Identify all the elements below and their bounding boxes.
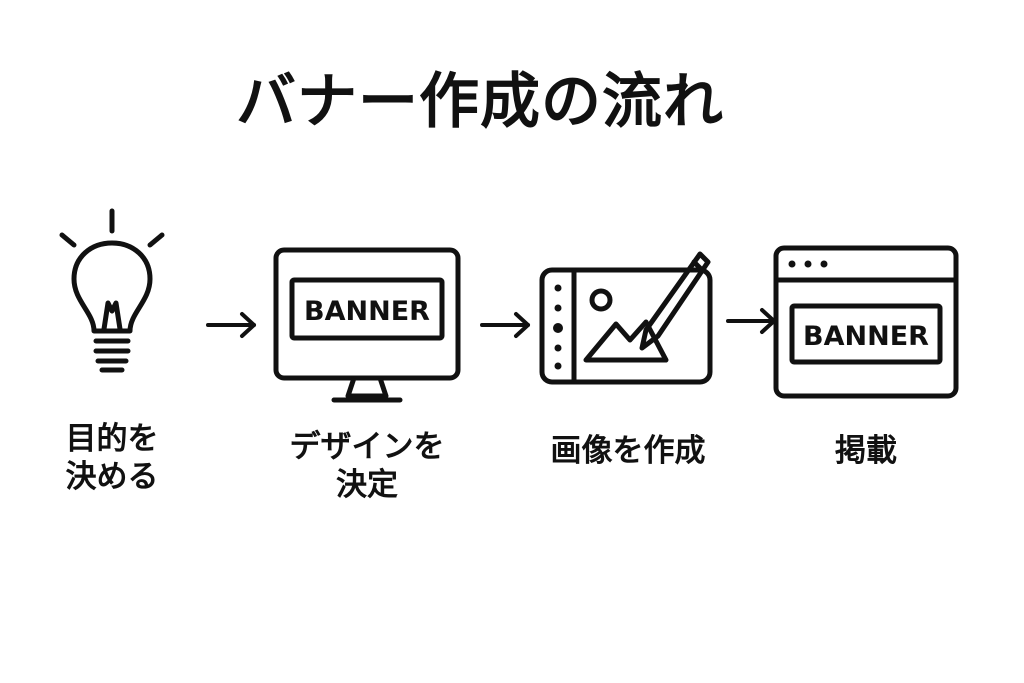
browser-window-icon: BANNER xyxy=(773,245,959,399)
step-label-design: デザインを 決定 xyxy=(289,429,445,503)
step-label-publish: 掲載 xyxy=(835,433,897,469)
step-label-purpose: 目的を 決める xyxy=(65,421,159,495)
diagram-title: バナー作成の流れ xyxy=(236,67,724,137)
banner-text: BANNER xyxy=(304,296,430,327)
arrow-right-icon xyxy=(726,308,776,334)
lightbulb-icon xyxy=(59,208,165,373)
step-label-create-image: 画像を作成 xyxy=(550,433,706,469)
arrow-right-icon xyxy=(206,312,256,338)
arrow-right-icon xyxy=(480,312,530,338)
drawing-tablet-icon xyxy=(539,251,713,385)
monitor-icon: BANNER xyxy=(273,247,461,403)
banner-text: BANNER xyxy=(803,321,929,352)
